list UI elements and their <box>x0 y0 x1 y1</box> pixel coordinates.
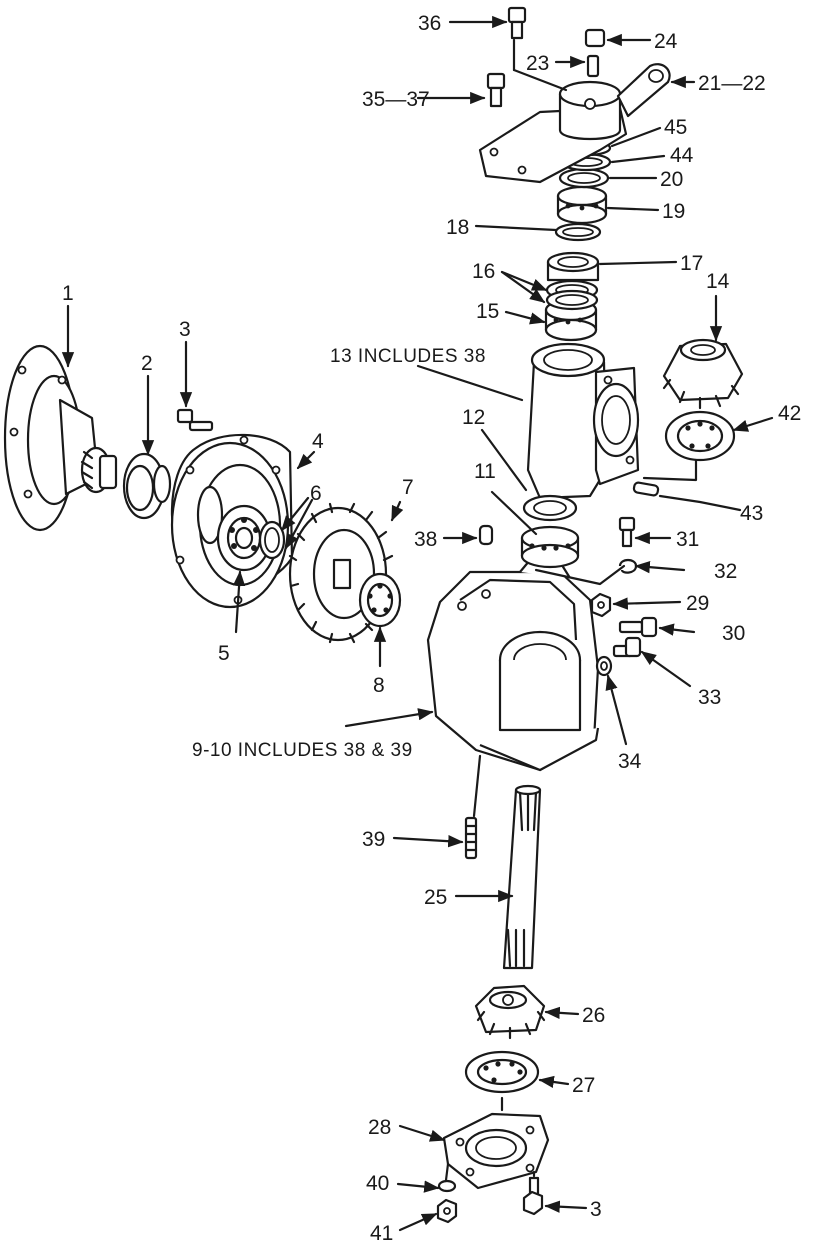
callout-19: 19 <box>662 200 685 223</box>
part-stud-23 <box>586 54 600 78</box>
note-9-10-includes-38-39: 9-10 INCLUDES 38 & 39 <box>192 740 413 761</box>
part-stud-39 <box>464 816 478 860</box>
part-bearing-27 <box>464 1050 540 1094</box>
callout-11: 11 <box>474 460 496 483</box>
callout-6: 6 <box>310 482 322 505</box>
part-bolt-33 <box>612 636 642 658</box>
callout-7: 7 <box>402 476 414 499</box>
part-bearing-8 <box>358 572 402 628</box>
callout-45: 45 <box>664 116 687 139</box>
callout-20: 20 <box>660 168 683 191</box>
callout-43: 43 <box>740 502 763 525</box>
part-bolt-36 <box>507 6 527 40</box>
callout-39: 39 <box>362 828 385 851</box>
part-lockwasher-40 <box>437 1179 457 1193</box>
part-bolt-30 <box>618 616 658 638</box>
callout-23: 23 <box>526 52 549 75</box>
part-pin-43 <box>632 481 660 497</box>
part-washer-34 <box>595 655 613 677</box>
part-splined-shaft-25 <box>502 784 542 970</box>
callout-12: 12 <box>462 406 485 429</box>
part-bevel-pinion-26 <box>474 984 546 1040</box>
callout-24: 24 <box>654 30 678 53</box>
part-dowel-38 <box>478 524 494 546</box>
part-lower-housing <box>426 558 600 772</box>
part-bearing-42 <box>664 410 736 462</box>
callout-5: 5 <box>218 642 230 665</box>
part-collar-17 <box>546 251 600 282</box>
part-spacer-rings-16 <box>545 279 599 311</box>
part-o-ring-18 <box>554 222 602 242</box>
part-nut-24 <box>584 28 606 48</box>
part-seal-12 <box>522 494 578 522</box>
callout-labels: 1 2 3 4 5 6 7 8 11 12 14 15 16 17 18 19 … <box>62 12 801 1245</box>
part-ring-20 <box>558 167 610 189</box>
callout-14: 14 <box>706 270 730 293</box>
callout-41: 41 <box>370 1222 393 1245</box>
callout-28: 28 <box>368 1116 391 1139</box>
part-oil-seal <box>122 452 172 520</box>
part-bearing-11 <box>520 525 580 569</box>
part-steering-arm <box>478 63 671 184</box>
callout-3b: 3 <box>590 1198 602 1221</box>
callout-1: 1 <box>62 282 74 305</box>
callout-18: 18 <box>446 216 469 239</box>
callout-40: 40 <box>366 1172 389 1195</box>
callout-32: 32 <box>714 560 737 583</box>
callout-44: 44 <box>670 144 694 167</box>
callout-16: 16 <box>472 260 495 283</box>
callout-34: 34 <box>618 750 642 773</box>
callout-15: 15 <box>476 300 499 323</box>
callout-25: 25 <box>424 886 447 909</box>
part-axle-flange <box>3 344 118 532</box>
callout-38: 38 <box>414 528 437 551</box>
part-bolt-3b <box>522 1176 544 1216</box>
part-upper-tube-housing <box>526 342 640 500</box>
callout-3: 3 <box>179 318 191 341</box>
part-bearing-19 <box>556 185 608 225</box>
callout-17: 17 <box>680 252 703 275</box>
callout-35-37: 35—37 <box>362 88 430 111</box>
part-bolt-31 <box>618 516 636 548</box>
callout-29: 29 <box>686 592 709 615</box>
part-cover-plate-28 <box>442 1112 550 1190</box>
callout-33: 33 <box>698 686 721 709</box>
callout-42: 42 <box>778 402 801 425</box>
part-snap-ring <box>258 520 286 560</box>
callout-26: 26 <box>582 1004 605 1027</box>
part-nut-41 <box>436 1198 458 1224</box>
part-bolt-35 <box>486 72 506 108</box>
callout-27: 27 <box>572 1074 595 1097</box>
callout-30: 30 <box>722 622 745 645</box>
leader-lines <box>61 15 774 1232</box>
part-bolt-3 <box>176 408 214 432</box>
callout-8: 8 <box>373 674 385 697</box>
callout-21-22: 21—22 <box>698 72 766 95</box>
part-pinion-14 <box>662 338 744 410</box>
callout-31: 31 <box>676 528 699 551</box>
note-13-includes-38: 13 INCLUDES 38 <box>330 346 486 367</box>
assembly-notes: 13 INCLUDES 38 9-10 INCLUDES 38 & 39 <box>192 346 486 761</box>
callout-4: 4 <box>312 430 324 453</box>
callout-36: 36 <box>418 12 441 35</box>
callout-2: 2 <box>141 352 153 375</box>
part-nut-29 <box>590 592 612 618</box>
